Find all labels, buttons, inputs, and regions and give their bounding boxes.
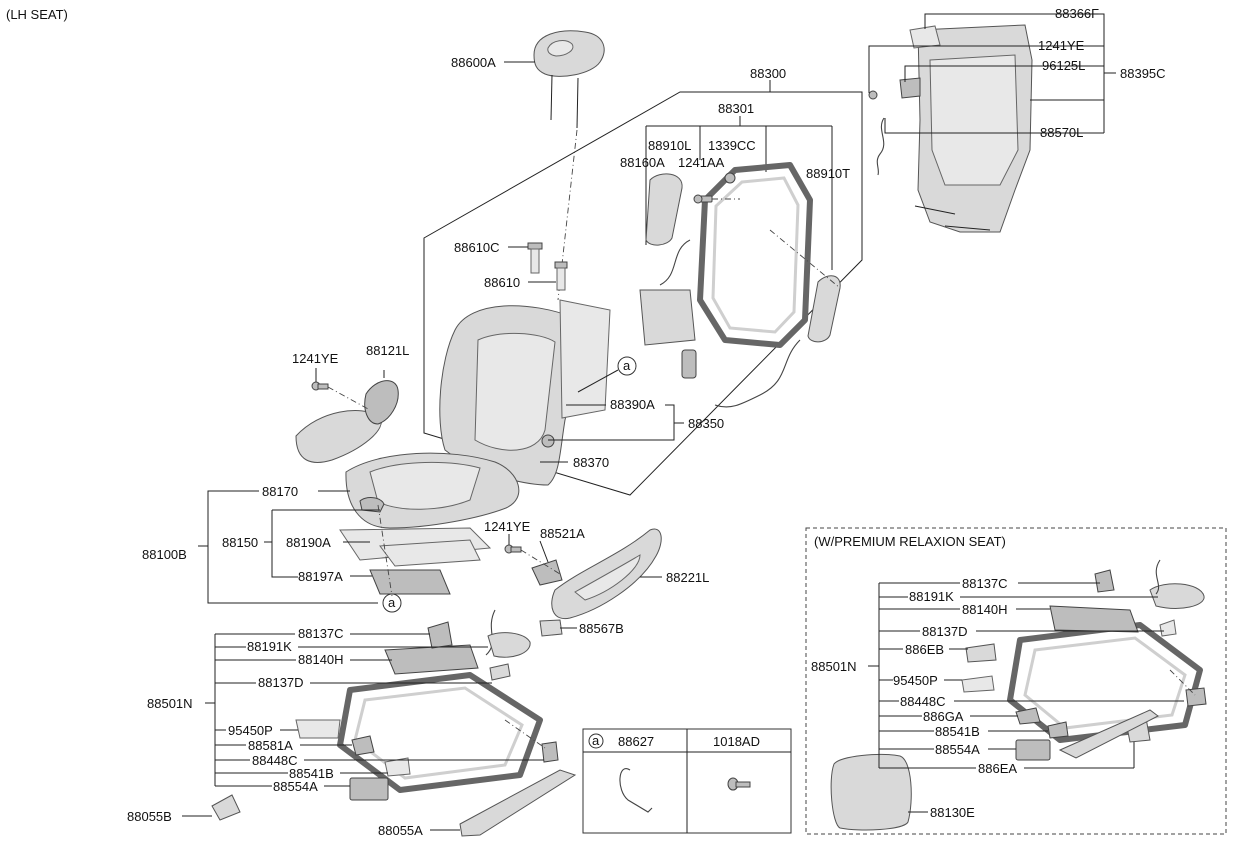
label-1339CC: 1339CC bbox=[708, 138, 756, 153]
leaders-88301 bbox=[645, 116, 833, 270]
leaders-88100B bbox=[198, 490, 380, 604]
headrest bbox=[533, 30, 605, 129]
leaders-top-right bbox=[868, 13, 1116, 134]
label-88567B: 88567B bbox=[579, 621, 624, 636]
bolt-1241YE-left bbox=[311, 381, 329, 391]
label-88137C: 88137C bbox=[298, 626, 344, 641]
label-88137D: 88137D bbox=[258, 675, 304, 690]
label-r886GA: 886GA bbox=[923, 709, 964, 724]
label-88610C: 88610C bbox=[454, 240, 500, 255]
label-1241YE-left: 1241YE bbox=[292, 351, 339, 366]
side-bolster-left bbox=[645, 173, 683, 246]
side-bolster-right bbox=[807, 275, 841, 343]
label-88581A: 88581A bbox=[248, 738, 293, 753]
side-shield-88221L bbox=[531, 528, 662, 620]
ref-marker-a-cushion-label: a bbox=[388, 595, 396, 610]
legend-col2: 1018AD bbox=[713, 734, 760, 749]
label-r88140H: 88140H bbox=[962, 602, 1008, 617]
screw-1018AD bbox=[727, 777, 751, 791]
seatback-frame bbox=[639, 162, 813, 408]
hook-clip-88627 bbox=[619, 768, 653, 813]
label-88197A: 88197A bbox=[298, 569, 343, 584]
label-88150: 88150 bbox=[222, 535, 258, 550]
ref-marker-a-top: a bbox=[617, 356, 637, 376]
label-r95450P: 95450P bbox=[893, 673, 938, 688]
label-1241YE-mid: 1241YE bbox=[484, 519, 531, 534]
label-r88191K: 88191K bbox=[909, 589, 954, 604]
label-88910T: 88910T bbox=[806, 166, 850, 181]
legend-marker: a bbox=[592, 733, 600, 748]
label-88301: 88301 bbox=[718, 101, 754, 116]
label-96125L: 96125L bbox=[1042, 58, 1085, 73]
label-88221L: 88221L bbox=[666, 570, 709, 585]
label-88190A: 88190A bbox=[286, 535, 331, 550]
bolt-1241YE-mid bbox=[504, 544, 522, 554]
seat-cushion bbox=[339, 452, 520, 595]
label-88390A: 88390A bbox=[610, 397, 655, 412]
label-88554A: 88554A bbox=[273, 779, 318, 794]
label-88395C: 88395C bbox=[1120, 66, 1166, 81]
label-88370: 88370 bbox=[573, 455, 609, 470]
label-88121L: 88121L bbox=[366, 343, 409, 358]
label-88191K: 88191K bbox=[247, 639, 292, 654]
label-88910L: 88910L bbox=[648, 138, 691, 153]
label-88610: 88610 bbox=[484, 275, 520, 290]
premium-relaxion-box bbox=[805, 527, 1227, 835]
label-88570L: 88570L bbox=[1040, 125, 1083, 140]
legend-table: a 88627 1018AD bbox=[582, 728, 792, 834]
ref-marker-a-top-label: a bbox=[623, 358, 631, 373]
label-r88448C: 88448C bbox=[900, 694, 946, 709]
label-88055B: 88055B bbox=[127, 809, 172, 824]
legend-col1: 88627 bbox=[618, 734, 654, 749]
label-88160A: 88160A bbox=[620, 155, 665, 170]
label-88501N: 88501N bbox=[147, 696, 193, 711]
label-r886EA: 886EA bbox=[978, 761, 1017, 776]
label-1241AA: 1241AA bbox=[678, 155, 725, 170]
side-shield-cover bbox=[295, 370, 399, 463]
label-88100B: 88100B bbox=[142, 547, 187, 562]
label-95450P: 95450P bbox=[228, 723, 273, 738]
label-r88137D: 88137D bbox=[922, 624, 968, 639]
ref-marker-a-cushion: a bbox=[382, 593, 402, 613]
premium-seat-frame bbox=[961, 559, 1207, 761]
label-88521A: 88521A bbox=[540, 526, 585, 541]
label-88541B: 88541B bbox=[289, 766, 334, 781]
label-r886EB: 886EB bbox=[905, 642, 944, 657]
label-88448C: 88448C bbox=[252, 753, 298, 768]
headrest-guides bbox=[527, 242, 568, 291]
leaders-88501N bbox=[182, 627, 577, 831]
leaders-premium bbox=[868, 582, 1184, 813]
diagram-title: (LH SEAT) bbox=[6, 7, 68, 22]
label-88366F: 88366F bbox=[1055, 6, 1099, 21]
label-88300: 88300 bbox=[750, 66, 786, 81]
nut-1339CC bbox=[724, 172, 736, 184]
premium-leg-cushion bbox=[830, 753, 912, 831]
label-r88130E: 88130E bbox=[930, 805, 975, 820]
rail-cover-88055A bbox=[459, 769, 577, 837]
label-r88501N: 88501N bbox=[811, 659, 857, 674]
premium-box-title: (W/PREMIUM RELAXION SEAT) bbox=[814, 534, 1006, 549]
label-r88554A: 88554A bbox=[935, 742, 980, 757]
bolt-1241AA bbox=[693, 194, 713, 204]
label-88600A: 88600A bbox=[451, 55, 496, 70]
seatback-rear-cover bbox=[868, 24, 1033, 233]
label-88140H: 88140H bbox=[298, 652, 344, 667]
label-88055A: 88055A bbox=[378, 823, 423, 838]
rail-cover-88055B bbox=[211, 794, 241, 821]
label-88170: 88170 bbox=[262, 484, 298, 499]
label-1241YE-top: 1241YE bbox=[1038, 38, 1085, 53]
label-r88137C: 88137C bbox=[962, 576, 1008, 591]
label-r88541B: 88541B bbox=[935, 724, 980, 739]
seatback-cover bbox=[439, 299, 611, 486]
seatback-assembly-outline bbox=[423, 91, 863, 496]
label-88350: 88350 bbox=[688, 416, 724, 431]
